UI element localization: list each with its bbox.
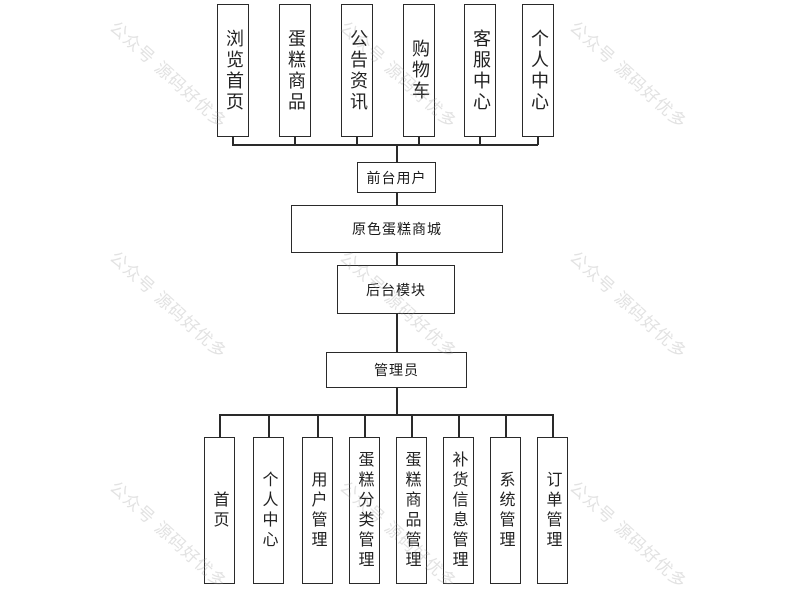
- watermark-text: 公众号 源码好优多: [565, 477, 691, 594]
- admin-module-system-management: 系统管理: [490, 437, 521, 584]
- connector-line: [232, 137, 234, 145]
- admin-module-cake-product-management: 蛋糕商品管理: [396, 437, 427, 584]
- module-label: 系统管理: [496, 470, 516, 551]
- admin-node: 管理员: [326, 352, 467, 388]
- admin-module-user-management: 用户管理: [302, 437, 333, 584]
- admin-module-restock-management: 补货信息管理: [443, 437, 474, 584]
- node-label: 原色蛋糕商城: [352, 222, 442, 238]
- connector-line: [396, 193, 398, 205]
- connector-line: [458, 414, 460, 437]
- connector-line: [411, 414, 413, 437]
- admin-module-personal-center: 个人中心: [253, 437, 284, 584]
- module-label: 蛋糕分类管理: [355, 450, 375, 571]
- connector-line: [219, 414, 221, 437]
- frontend-bus-line: [232, 144, 538, 146]
- module-label: 个人中心: [259, 470, 279, 551]
- module-label: 订单管理: [543, 470, 563, 551]
- frontend-module-announcements: 公告资讯: [341, 4, 373, 137]
- connector-line: [317, 414, 319, 437]
- watermark-text: 公众号 源码好优多: [565, 17, 691, 134]
- module-label: 蛋糕商品: [285, 28, 306, 113]
- module-label: 客服中心: [470, 28, 491, 113]
- connector-line: [418, 137, 420, 145]
- frontend-module-shopping-cart: 购物车: [403, 4, 435, 137]
- admin-module-order-management: 订单管理: [537, 437, 568, 584]
- connector-line: [479, 137, 481, 145]
- frontend-users-node: 前台用户: [357, 162, 436, 193]
- connector-line: [364, 414, 366, 437]
- system-root-node: 原色蛋糕商城: [291, 205, 503, 253]
- module-label: 用户管理: [308, 470, 328, 551]
- connector-line: [268, 414, 270, 437]
- frontend-module-browse-home: 浏览首页: [217, 4, 249, 137]
- module-label: 公告资讯: [347, 28, 368, 113]
- frontend-module-customer-service: 客服中心: [464, 4, 496, 137]
- node-label: 后台模块: [366, 282, 426, 299]
- module-label: 个人中心: [528, 28, 549, 113]
- module-label: 蛋糕商品管理: [402, 450, 422, 571]
- connector-line: [294, 137, 296, 145]
- module-label: 首页: [210, 490, 230, 531]
- watermark-text: 公众号 源码好优多: [565, 247, 691, 364]
- module-label: 浏览首页: [223, 28, 244, 113]
- node-label: 管理员: [374, 363, 419, 379]
- connector-line: [505, 414, 507, 437]
- frontend-module-cake-products: 蛋糕商品: [279, 4, 311, 137]
- connector-line: [396, 314, 398, 352]
- node-label: 前台用户: [366, 170, 427, 187]
- connector-line: [396, 388, 398, 415]
- frontend-module-personal-center: 个人中心: [522, 4, 554, 137]
- connector-line: [552, 414, 554, 437]
- watermark-text: 公众号 源码好优多: [105, 17, 231, 134]
- admin-module-home: 首页: [204, 437, 235, 584]
- module-label: 补货信息管理: [449, 450, 469, 571]
- connector-line: [356, 137, 358, 145]
- connector-line: [537, 137, 539, 145]
- watermark-text: 公众号 源码好优多: [105, 247, 231, 364]
- admin-module-cake-category-management: 蛋糕分类管理: [349, 437, 380, 584]
- connector-line: [396, 144, 398, 162]
- backend-modules-node: 后台模块: [337, 265, 455, 314]
- admin-bus-line: [219, 414, 553, 416]
- module-label: 购物车: [409, 39, 430, 102]
- connector-line: [396, 253, 398, 265]
